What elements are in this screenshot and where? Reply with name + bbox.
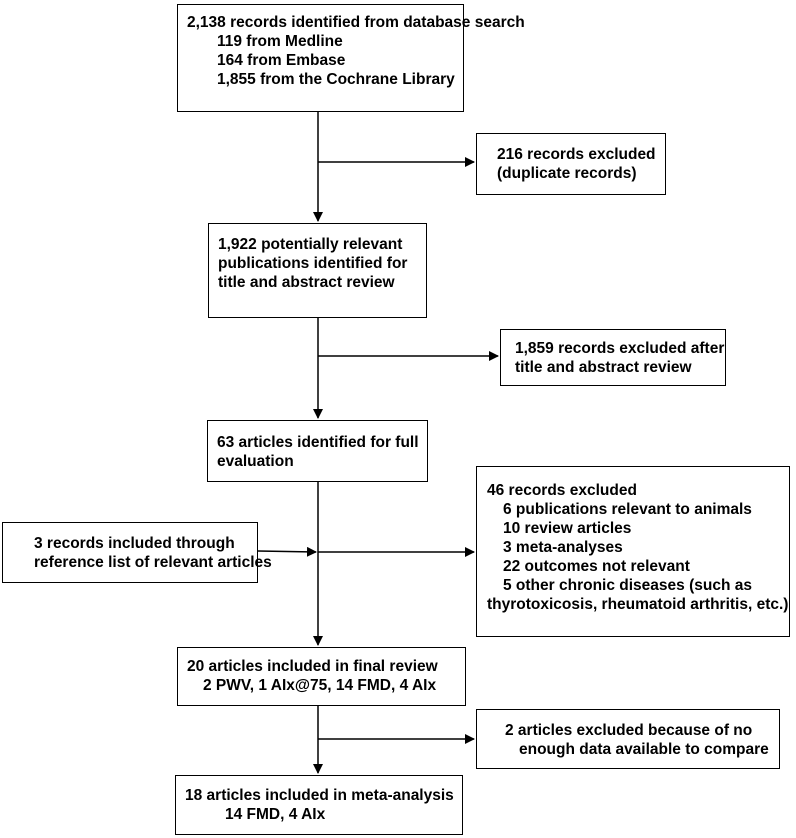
duplicates-excluded-box: 216 records excluded (duplicate records) (476, 133, 666, 195)
exclusion-reason-chronic-diseases: 5 other chronic diseases (such as (503, 577, 752, 594)
final-review-line-1: 20 articles included in final review (187, 658, 438, 675)
data-excluded-box: 2 articles excluded because of no enough… (476, 709, 780, 769)
reference-included-box: 3 records included through reference lis… (2, 522, 272, 583)
source-embase: 164 from Embase (217, 52, 346, 69)
screened-box: 1,922 potentially relevant publications … (208, 223, 427, 318)
data-excluded-line-1: 2 articles excluded because of no (505, 722, 753, 739)
exclusion-reason-continuation: thyrotoxicosis, rheumatoid arthritis, et… (487, 596, 789, 613)
full-text-line-1: 63 articles identified for full (217, 434, 419, 451)
duplicates-excluded-line-1: 216 records excluded (497, 146, 656, 163)
source-medline: 119 from Medline (217, 33, 343, 50)
full-text-excluded-box: 46 records excluded 6 publications relev… (476, 466, 790, 637)
full-text-line-2: evaluation (217, 453, 294, 470)
screen-excluded-line-2: title and abstract review (515, 359, 692, 376)
screened-line-1: 1,922 potentially relevant (218, 236, 403, 253)
duplicates-excluded-line-2: (duplicate records) (497, 165, 637, 182)
records-identified-box: 2,138 records identified from database s… (177, 4, 525, 112)
source-cochrane: 1,855 from the Cochrane Library (217, 71, 455, 88)
full-text-excluded-title: 46 records excluded (487, 482, 637, 499)
exclusion-reason-animals: 6 publications relevant to animals (503, 501, 752, 518)
data-excluded-line-2: enough data available to compare (519, 741, 769, 758)
screen-excluded-box: 1,859 records excluded after title and a… (500, 329, 726, 386)
reference-included-line-2: reference list of relevant articles (34, 554, 272, 571)
final-review-box: 20 articles included in final review 2 P… (177, 647, 466, 706)
exclusion-reason-outcomes: 22 outcomes not relevant (503, 558, 690, 575)
reference-included-line-1: 3 records included through (34, 535, 235, 552)
screened-line-3: title and abstract review (218, 274, 395, 291)
records-identified-title: 2,138 records identified from database s… (187, 14, 525, 31)
screen-excluded-line-1: 1,859 records excluded after (515, 340, 725, 357)
meta-analysis-line-2: 14 FMD, 4 AIx (225, 806, 326, 823)
meta-analysis-box: 18 articles included in meta-analysis 14… (175, 775, 463, 835)
final-review-line-2: 2 PWV, 1 AIx@75, 14 FMD, 4 AIx (203, 677, 437, 694)
screened-line-2: publications identified for (218, 255, 408, 272)
arrow-reference-to-main (257, 546, 317, 557)
exclusion-reason-reviews: 10 review articles (503, 520, 632, 537)
exclusion-reason-meta-analyses: 3 meta-analyses (503, 539, 623, 556)
meta-analysis-line-1: 18 articles included in meta-analysis (185, 787, 454, 804)
full-text-box: 63 articles identified for full evaluati… (207, 420, 428, 482)
